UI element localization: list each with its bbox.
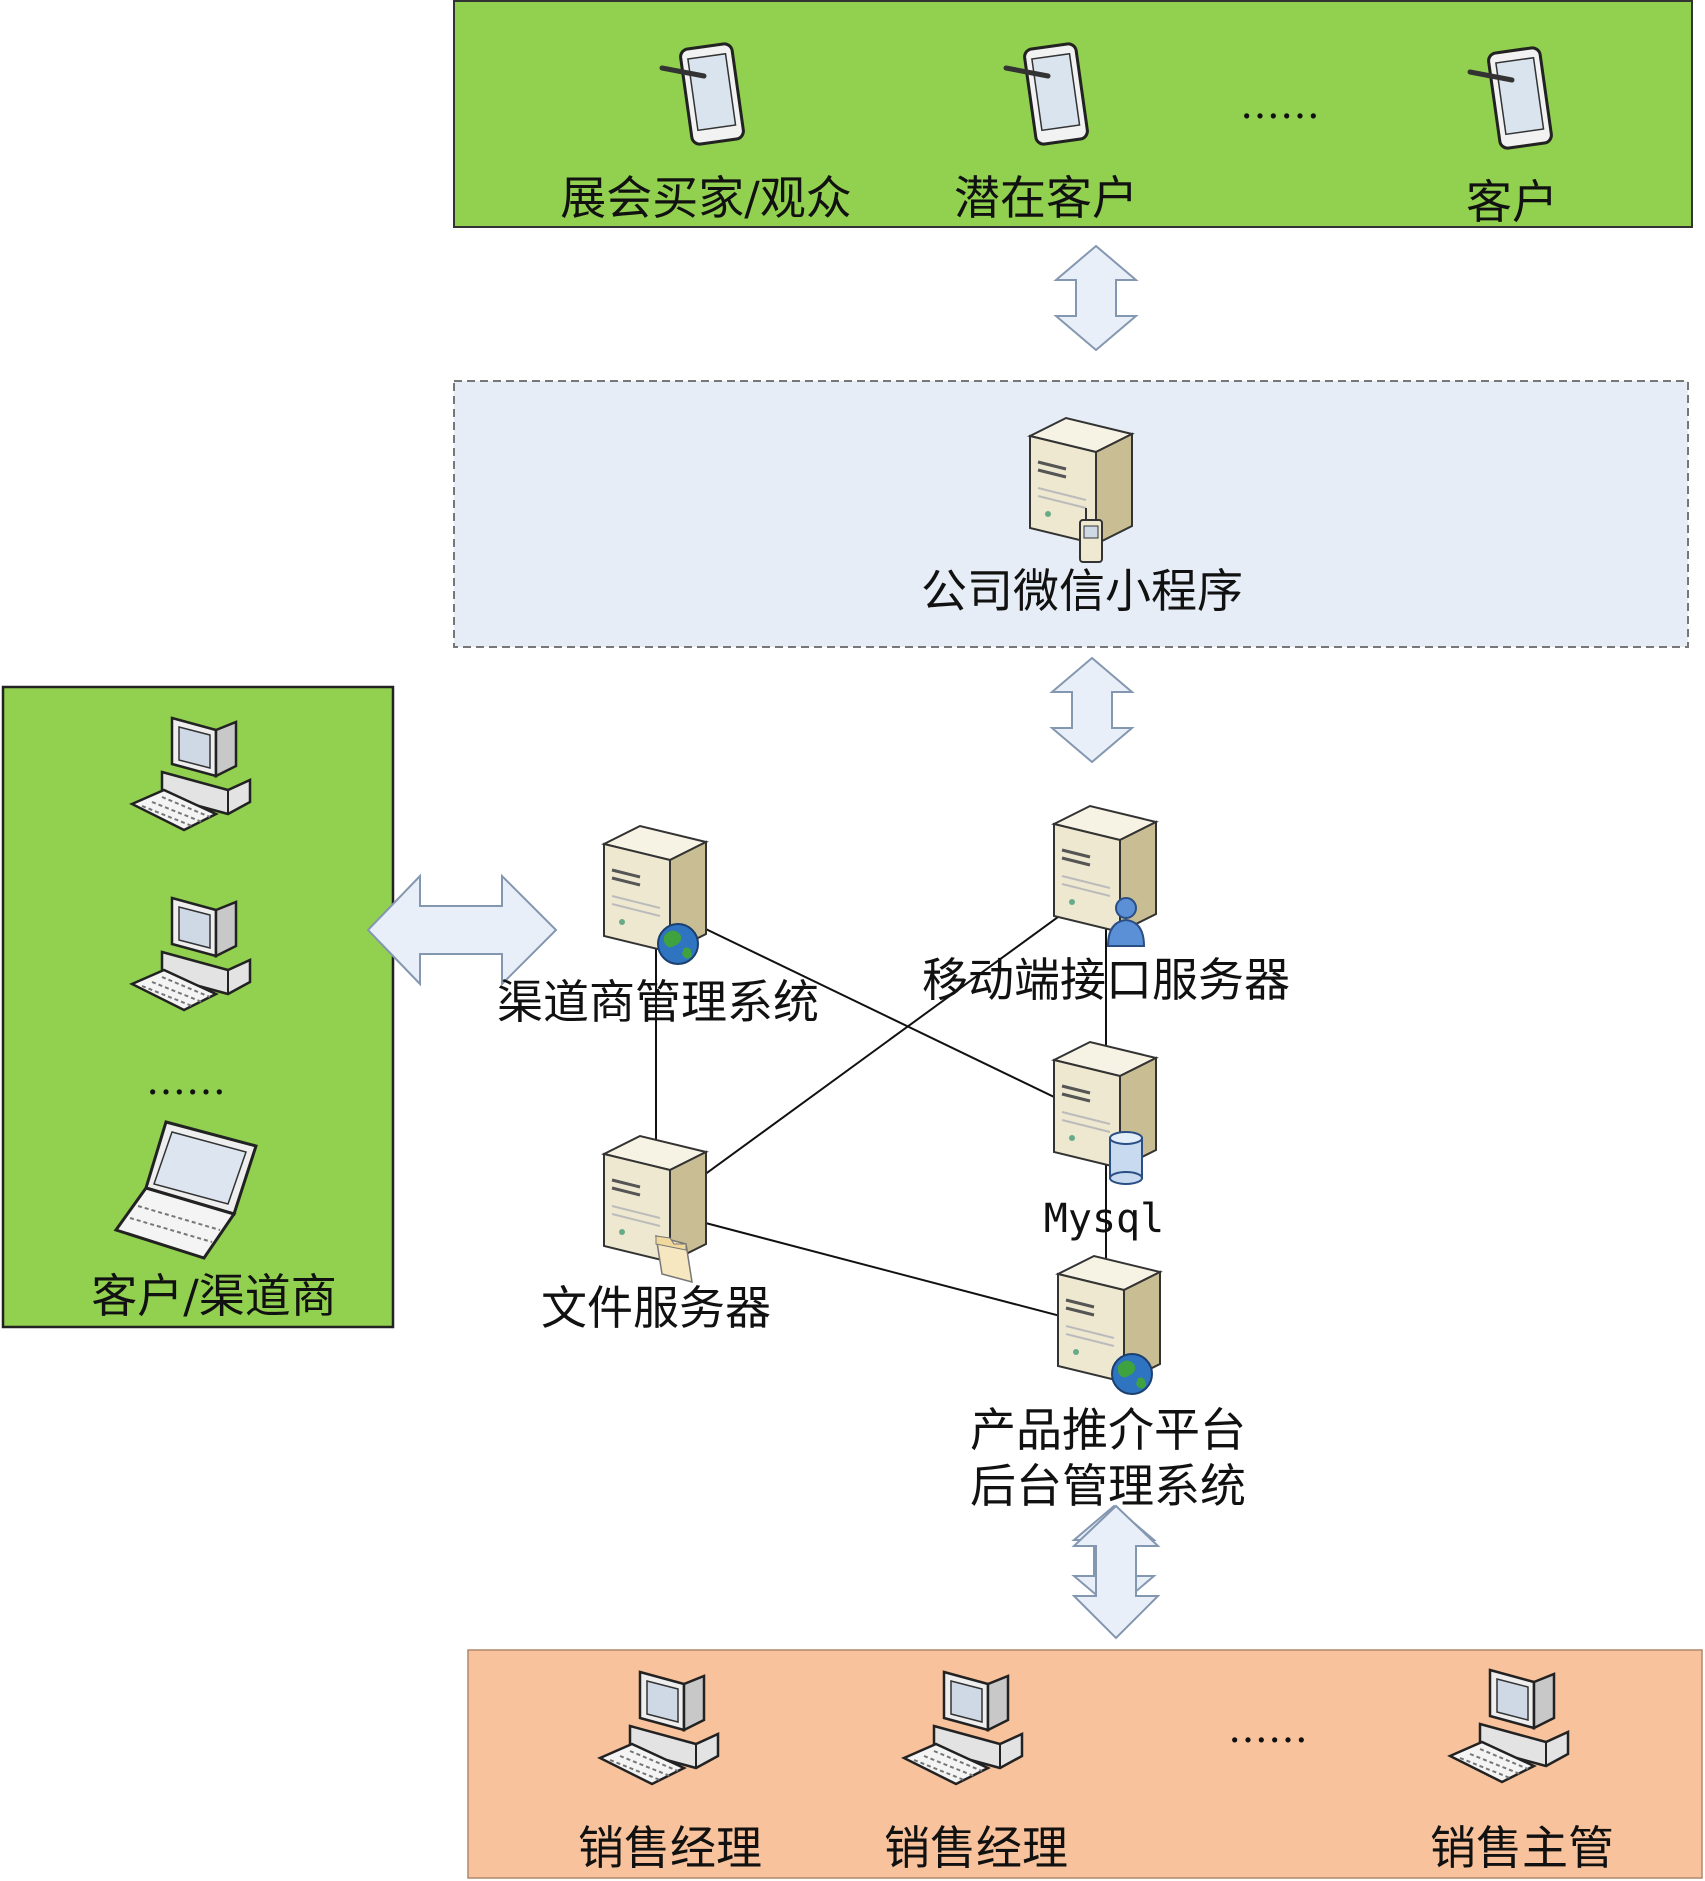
user-label-sales-supervisor: 销售主管 <box>1430 1821 1614 1875</box>
double-arrow-icon <box>1051 657 1133 763</box>
user-label-customers: 客户 <box>1466 175 1558 229</box>
user-icon <box>1106 897 1146 947</box>
user-label-sales-manager-1: 销售经理 <box>578 1821 762 1875</box>
server-label-product-line1: 产品推介平台 <box>970 1403 1246 1457</box>
top-ellipsis: …… <box>1240 82 1320 128</box>
server-icon <box>602 1134 708 1264</box>
server-label-channel: 渠道商管理系统 <box>497 975 819 1029</box>
globe-icon <box>1111 1353 1153 1395</box>
left-ellipsis: …… <box>146 1058 226 1104</box>
globe-icon <box>657 923 699 965</box>
user-label-potential-customers: 潜在客户 <box>954 171 1138 225</box>
mini-program-label: 公司微信小程序 <box>921 564 1243 618</box>
bottom-ellipsis: …… <box>1228 1706 1308 1752</box>
server-icon <box>1052 804 1158 934</box>
left-panel-label: 客户/渠道商 <box>91 1269 337 1323</box>
server-label-file: 文件服务器 <box>541 1281 771 1335</box>
user-label-sales-manager-2: 销售经理 <box>884 1821 1068 1875</box>
double-arrow-icon <box>1071 1504 1161 1640</box>
double-arrow-icon <box>1055 245 1137 351</box>
server-label-product-line2: 后台管理系统 <box>970 1459 1246 1513</box>
server-label-mysql: Mysql <box>1044 1196 1164 1242</box>
mobile-phone-icon <box>1079 508 1103 563</box>
double-arrow-icon <box>366 873 558 987</box>
folder-icon <box>655 1234 693 1284</box>
database-icon <box>1109 1131 1143 1185</box>
connection-lines <box>655 881 1107 1329</box>
server-label-mobile-api: 移动端接口服务器 <box>922 953 1290 1007</box>
user-label-exhibition-buyers: 展会买家/观众 <box>560 171 852 225</box>
